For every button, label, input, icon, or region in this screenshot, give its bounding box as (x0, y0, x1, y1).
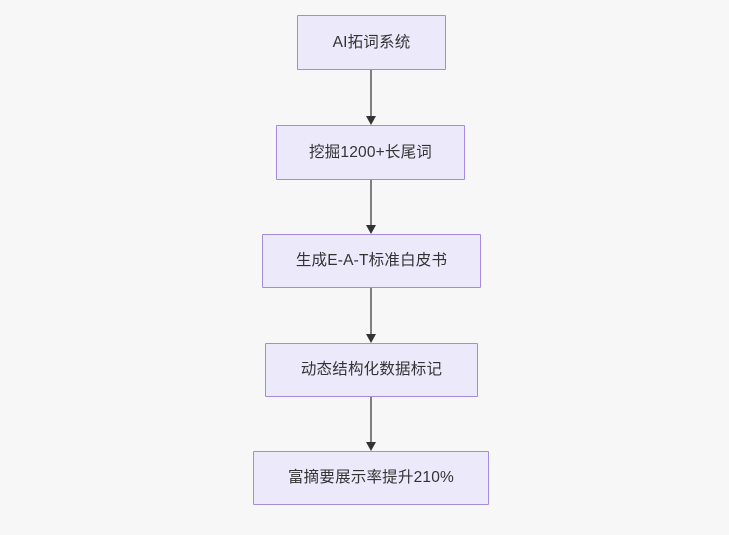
flow-node-1[interactable]: AI拓词系统 (297, 15, 446, 70)
flow-node-2[interactable]: 挖掘1200+长尾词 (276, 125, 465, 180)
flow-edge-3-4-arrowhead (365, 334, 376, 343)
flow-node-1-label: AI拓词系统 (332, 33, 411, 51)
flow-edge-2-3-line (370, 180, 372, 225)
flow-edge-3-4-line (370, 288, 372, 334)
flow-node-5-label: 富摘要展示率提升210% (287, 469, 455, 487)
flow-node-2-label: 挖掘1200+长尾词 (308, 143, 433, 161)
flow-node-5[interactable]: 富摘要展示率提升210% (253, 451, 489, 505)
flow-edge-1-2-arrowhead (365, 116, 376, 125)
flow-edge-4-5-arrowhead (365, 442, 376, 451)
flow-edge-4-5-line (370, 397, 372, 442)
flow-edge-2-3-arrowhead (365, 225, 376, 234)
flow-edge-1-2-line (370, 70, 372, 116)
flow-node-4[interactable]: 动态结构化数据标记 (265, 343, 478, 397)
flow-node-3[interactable]: 生成E-A-T标准白皮书 (262, 234, 481, 288)
flow-node-3-label: 生成E-A-T标准白皮书 (295, 252, 448, 270)
flow-node-4-label: 动态结构化数据标记 (300, 361, 443, 379)
